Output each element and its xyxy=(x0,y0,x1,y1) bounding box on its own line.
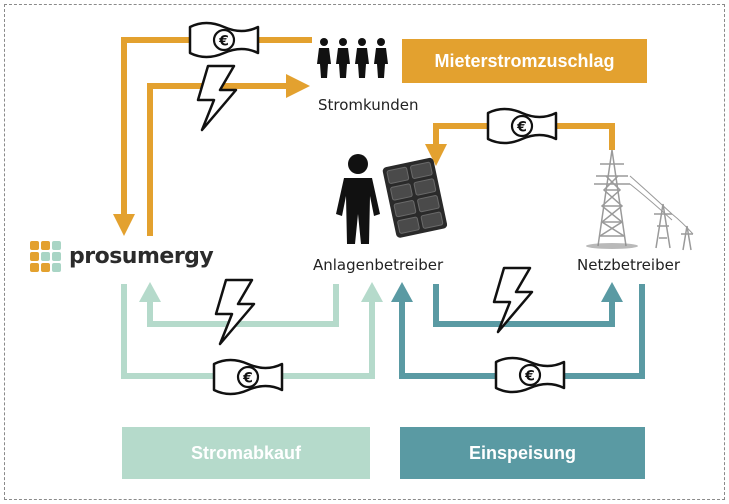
euro-banknote-icon xyxy=(188,21,260,59)
stromkunden-label: Stromkunden xyxy=(318,96,419,114)
einspeisung-box: Einspeisung xyxy=(400,427,645,479)
euro-banknote-icon xyxy=(486,107,558,145)
person-icon xyxy=(336,154,380,244)
mieterstromzuschlag-box: Mieterstromzuschlag xyxy=(402,39,647,83)
anlagenbetreiber-label: Anlagenbetreiber xyxy=(313,256,444,274)
lightning-bolt-icon xyxy=(214,278,256,346)
orange-arrowhead-down xyxy=(113,214,135,236)
dashed-frame xyxy=(4,4,725,500)
euro-banknote-icon xyxy=(494,356,566,394)
orange-arrowhead-down-2 xyxy=(425,144,447,166)
lightgreen-arrowhead-outer xyxy=(361,282,383,302)
prosumergy-logo: prosumergy xyxy=(30,241,214,272)
lightning-bolt-icon xyxy=(196,64,238,132)
orange-power-flow xyxy=(147,83,290,236)
netzbetreiber-label: Netzbetreiber xyxy=(577,256,680,274)
euro-banknote-icon xyxy=(212,358,284,396)
teal-arrowhead-inner xyxy=(601,282,623,302)
teal-arrowhead-outer xyxy=(391,282,413,302)
people-group-icon xyxy=(317,38,388,78)
orange-arrowhead-right xyxy=(286,74,310,98)
logo-wordmark: prosumergy xyxy=(69,244,214,269)
solar-panel-icon xyxy=(382,157,448,238)
stromabkauf-box: Stromabkauf xyxy=(122,427,370,479)
lightgreen-arrowhead-inner xyxy=(139,282,161,302)
logo-mark-icon xyxy=(30,241,61,272)
teal-inner-flow xyxy=(433,284,615,327)
lightgreen-inner-flow xyxy=(147,284,339,327)
power-pylon-icon xyxy=(594,149,694,251)
